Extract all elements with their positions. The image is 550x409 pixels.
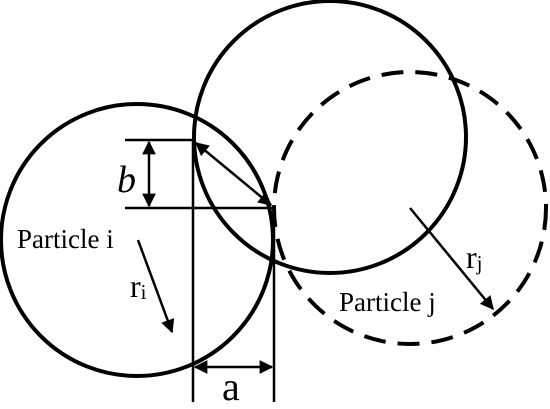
ri-radius-arrow	[136, 239, 175, 334]
particle-j-circle	[192, 0, 468, 275]
ri-label-subscript: i	[141, 280, 147, 304]
rj-radius-arrow	[409, 207, 494, 311]
ri-label-main: r	[130, 268, 141, 304]
rj-label: rj	[466, 239, 483, 275]
overlap-diagonal-arrow	[194, 142, 273, 206]
ri-label: ri	[130, 268, 147, 304]
rj-label-subscript: j	[476, 251, 483, 275]
particle-i-label: Particle i	[17, 224, 114, 254]
rj-label-main: r	[466, 239, 477, 275]
a-label: a	[222, 364, 240, 409]
b-label: b	[117, 159, 136, 201]
particle-j-label: Particle j	[339, 287, 436, 317]
